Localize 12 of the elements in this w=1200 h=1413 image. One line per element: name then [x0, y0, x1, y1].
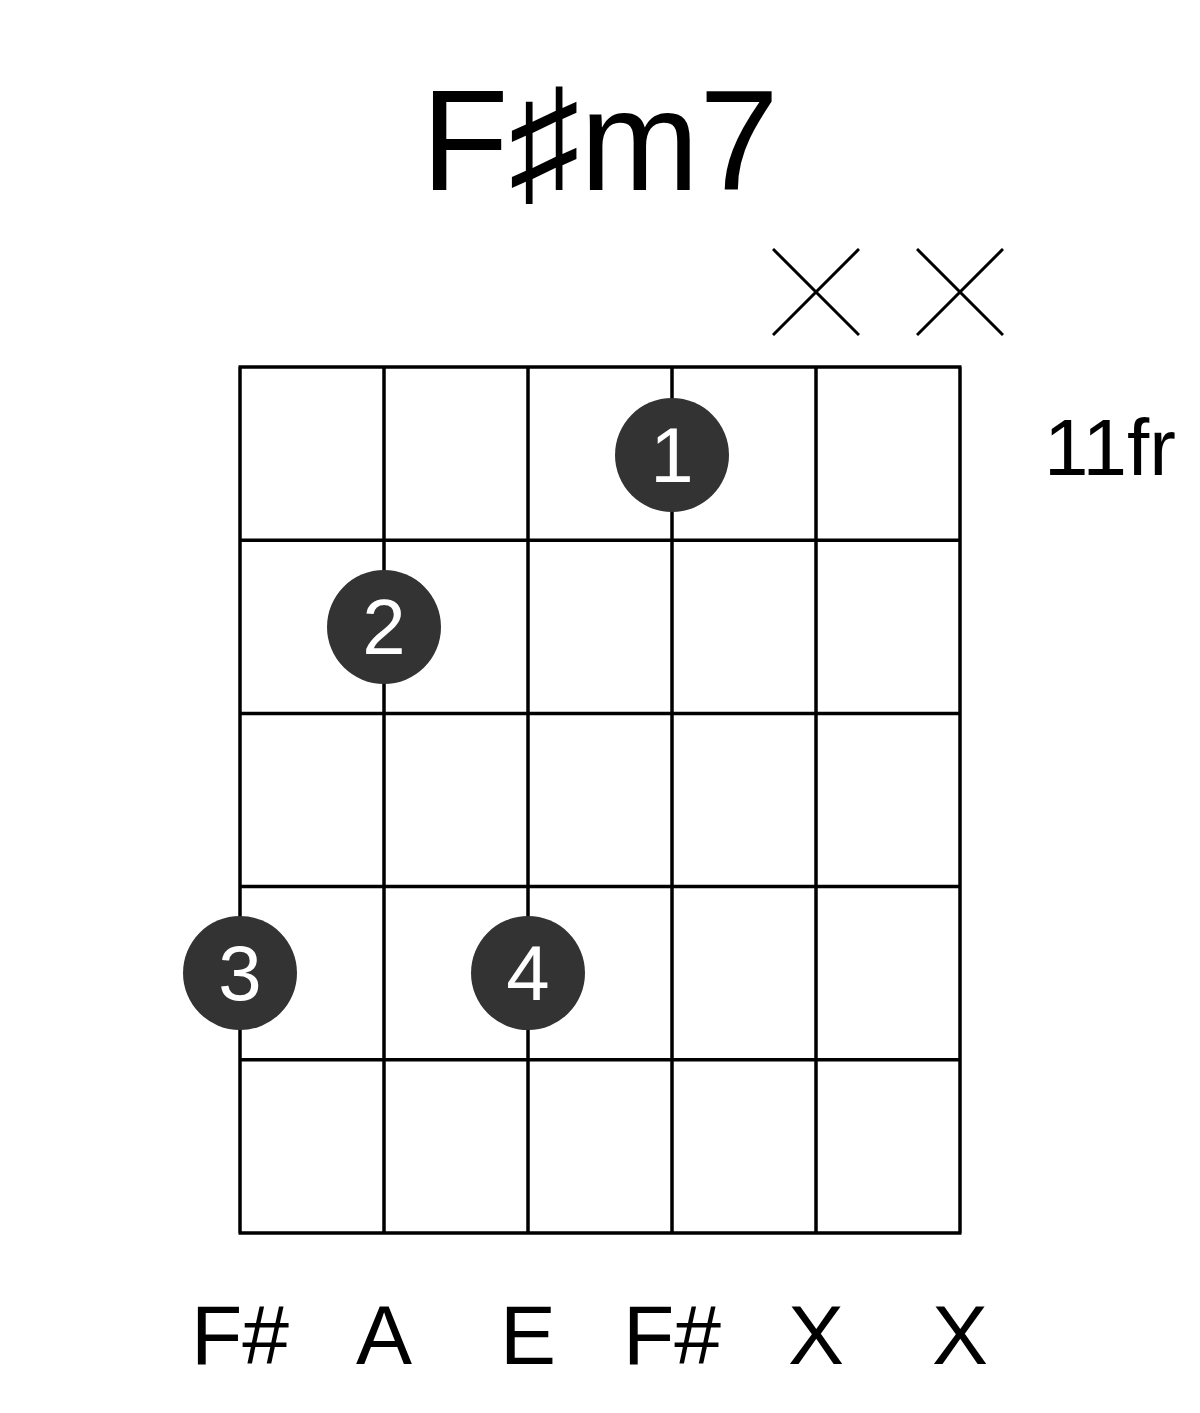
- finger-dot: 2: [327, 569, 441, 684]
- finger-dot: 3: [183, 916, 297, 1031]
- string-note-label: X: [932, 1293, 988, 1377]
- string-note-label: E: [500, 1293, 556, 1377]
- string-note-label: A: [356, 1293, 412, 1377]
- string-note-label: F#: [623, 1293, 721, 1377]
- chord-title: F♯m7: [421, 68, 779, 212]
- finger-dot: 4: [471, 916, 585, 1031]
- string-note-label: X: [788, 1293, 844, 1377]
- finger-dot: 1: [615, 397, 729, 512]
- string-note-label: F#: [191, 1293, 289, 1377]
- fret-position-label: 11fr: [1044, 408, 1176, 488]
